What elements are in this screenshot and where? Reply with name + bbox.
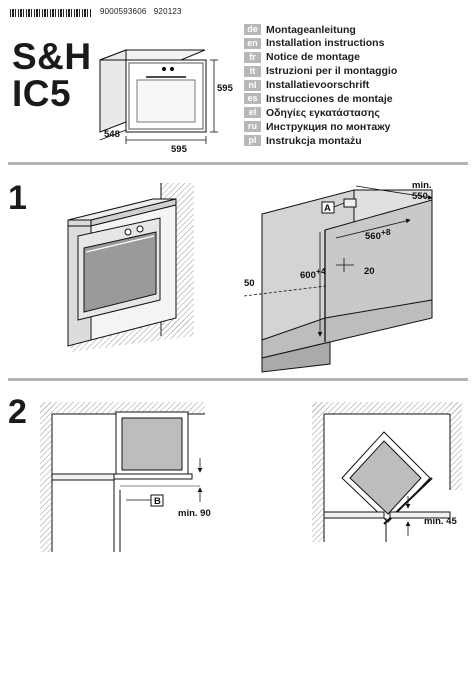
niche-height-label: 600+4 xyxy=(300,266,326,281)
niche-height-tolerance: +4 xyxy=(316,266,326,276)
language-title: Istruzioni per il montaggio xyxy=(266,65,398,78)
language-code: it xyxy=(244,65,261,77)
label-b: B xyxy=(154,496,161,507)
language-title: Οδηγίες εγκατάστασης xyxy=(266,106,380,119)
oven-dimension-diagram xyxy=(99,49,218,144)
brand-line-2: IC5 xyxy=(12,73,72,114)
section-divider xyxy=(8,162,468,165)
section-divider xyxy=(8,378,468,381)
rail-offset-label: 20 xyxy=(364,266,375,277)
language-item-en: en Installation instructions xyxy=(244,37,397,50)
doc-number-date: 920123 xyxy=(153,7,182,16)
language-code: fr xyxy=(244,51,261,63)
language-title: Instrucciones de montaje xyxy=(266,92,393,105)
language-item-de: de Montageanleitung xyxy=(244,23,397,36)
language-code: pl xyxy=(244,135,261,147)
straight-installation-diagram xyxy=(40,402,205,552)
step-number-2: 2 xyxy=(8,393,27,431)
language-item-pl: pl Instrukcja montażu xyxy=(244,134,397,147)
niche-height-value: 600 xyxy=(300,270,316,281)
language-code: de xyxy=(244,24,261,35)
language-item-ru: ru Инструкция по монтажу xyxy=(244,120,397,133)
corner-installation-diagram xyxy=(312,402,462,542)
language-item-nl: nl Installatievoorschrift xyxy=(244,79,397,92)
kitchen-oven-illustration xyxy=(67,183,194,352)
gap-corner-label: min. 45 xyxy=(424,516,457,527)
language-title: Instrukcja montażu xyxy=(266,134,362,147)
doc-number-code: 9000593606 xyxy=(100,7,147,16)
niche-width-value: 560 xyxy=(365,231,381,242)
language-item-fr: fr Notice de montage xyxy=(244,51,397,64)
language-code: nl xyxy=(244,79,261,91)
language-item-it: it Istruzioni per il montaggio xyxy=(244,65,397,78)
language-title: Montageanleitung xyxy=(266,23,356,36)
brand-line-1: S&H xyxy=(12,36,92,77)
language-code: en xyxy=(244,37,261,49)
language-code: ru xyxy=(244,121,261,133)
language-item-el: el Οδηγίες εγκατάστασης xyxy=(244,106,397,119)
step-number-1: 1 xyxy=(8,179,27,217)
min-label: min. xyxy=(412,180,432,191)
document-number: 9000593606 920123 xyxy=(100,7,182,16)
min-depth-label: 550 xyxy=(412,191,428,202)
language-list: de Montageanleitung en Installation instru… xyxy=(244,23,397,148)
gap-straight-label: min. 90 xyxy=(178,508,211,519)
niche-dimension-diagram xyxy=(243,185,433,373)
niche-width-tolerance: +8 xyxy=(381,227,391,237)
oven-depth-label: 548 xyxy=(104,129,120,140)
niche-width-label: 560+8 xyxy=(365,227,391,242)
language-code: el xyxy=(244,107,261,119)
oven-width-label: 595 xyxy=(171,144,188,155)
language-code: es xyxy=(244,93,261,105)
barcode xyxy=(10,9,92,17)
label-a: A xyxy=(324,203,331,214)
brand-title: S&H IC5 xyxy=(12,38,92,112)
language-title: Installatievoorschrift xyxy=(266,79,370,92)
front-offset-label: 50 xyxy=(244,278,255,289)
language-title: Notice de montage xyxy=(266,51,360,64)
oven-height-label: 595 xyxy=(217,83,234,94)
language-item-es: es Instrucciones de montaje xyxy=(244,92,397,105)
language-title: Installation instructions xyxy=(266,37,385,50)
language-title: Инструкция по монтажу xyxy=(266,120,391,133)
